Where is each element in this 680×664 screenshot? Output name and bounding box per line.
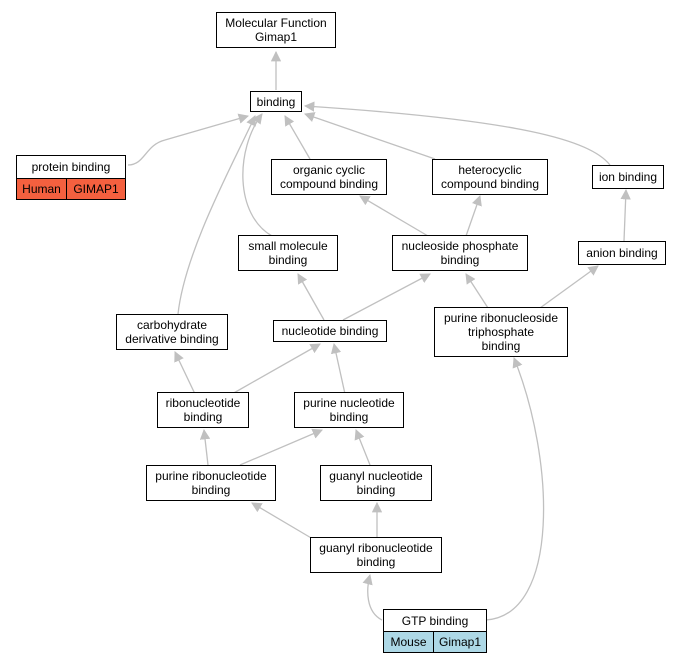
- edge-nucphos-organic: [359, 195, 429, 237]
- edge-nucphos-heterocyclic: [465, 195, 482, 237]
- node-ion-binding[interactable]: ion binding: [592, 165, 664, 189]
- node-label-line: guanyl ribonucleotide: [319, 541, 433, 555]
- edge-gnuc-purnuc: [354, 429, 371, 466]
- node-label-line: compound binding: [279, 177, 379, 191]
- annotation-gtp-binding: Mouse Gimap1: [383, 631, 487, 653]
- edge-prnuc-ribonuc: [199, 428, 211, 466]
- edge-carbohydrate-binding: [177, 115, 256, 315]
- node-label-line: triphosphate: [467, 325, 535, 339]
- node-nucleotide-binding[interactable]: nucleotide binding: [273, 320, 387, 342]
- edge-gtp-prntp: [485, 357, 545, 621]
- node-label-line: compound binding: [440, 177, 540, 191]
- edge-ion-binding: [303, 101, 611, 166]
- node-label-line: small molecule: [248, 239, 328, 253]
- edge-prntp-anion: [539, 265, 599, 309]
- annotation-protein-binding: Human GIMAP1: [16, 178, 126, 200]
- node-label-line: binding: [329, 410, 369, 424]
- edge-nucleotide-nucphos: [342, 273, 431, 321]
- edge-purnuc-nucleotide: [330, 342, 346, 395]
- node-label-line: binding: [256, 94, 296, 109]
- node-label-line: heterocyclic: [458, 163, 522, 177]
- node-label-line: ion binding: [598, 170, 658, 184]
- edge-gribo-prnuc: [251, 502, 319, 543]
- species-label: Mouse: [383, 631, 434, 653]
- node-label-line: protein binding: [31, 160, 111, 174]
- node-label-line: purine ribonucleotide: [155, 469, 267, 483]
- node-label-line: Gimap1: [254, 30, 297, 44]
- edge-organic-binding: [284, 115, 311, 160]
- node-label-line: anion binding: [586, 246, 658, 260]
- edge-ribonuc-nucleotide: [231, 343, 321, 395]
- species-label: Human: [16, 178, 67, 200]
- node-label-line: derivative binding: [125, 332, 219, 346]
- edge-prnuc-purnuc: [239, 428, 323, 466]
- node-label-line: binding: [481, 339, 521, 353]
- node-label-line: binding: [268, 253, 308, 267]
- edge-gtp-gribo: [362, 573, 383, 621]
- node-label-line: nucleoside phosphate: [401, 239, 519, 253]
- node-binding[interactable]: binding: [250, 91, 302, 112]
- node-label-line: ribonucleotide: [165, 396, 241, 410]
- node-label-line: binding: [183, 410, 223, 424]
- edge-prntp-nucphos: [465, 273, 489, 309]
- node-label-line: GTP binding: [401, 613, 469, 628]
- node-label-line: purine nucleotide: [303, 396, 395, 410]
- gene-label: Gimap1: [434, 631, 487, 653]
- node-label-line: binding: [191, 483, 231, 497]
- node-label-line: binding: [356, 555, 396, 569]
- node-label-line: Molecular Function: [225, 16, 327, 30]
- edge-small-molecule-binding: [242, 113, 273, 237]
- node-label-line: purine ribonucleoside: [443, 311, 559, 325]
- node-label-line: guanyl nucleotide: [329, 469, 423, 483]
- edge-nucleotide-small: [297, 273, 325, 321]
- node-anion-binding[interactable]: anion binding: [578, 241, 666, 265]
- edge-protein-binding: [127, 113, 249, 166]
- node-label-line: binding: [440, 253, 480, 267]
- node-label-line: binding: [356, 483, 396, 497]
- edge-ribonuc-carbohydrate: [174, 351, 196, 395]
- node-protein-binding[interactable]: protein binding: [16, 155, 126, 179]
- edge-anion-ion: [620, 188, 631, 242]
- edge-heterocyclic-binding: [304, 112, 436, 160]
- node-label-line: nucleotide binding: [281, 324, 379, 338]
- gene-label: GIMAP1: [67, 178, 126, 200]
- node-label-line: organic cyclic: [292, 163, 365, 177]
- node-label-line: carbohydrate: [136, 318, 208, 332]
- node-gtp-binding[interactable]: GTP binding: [383, 609, 487, 632]
